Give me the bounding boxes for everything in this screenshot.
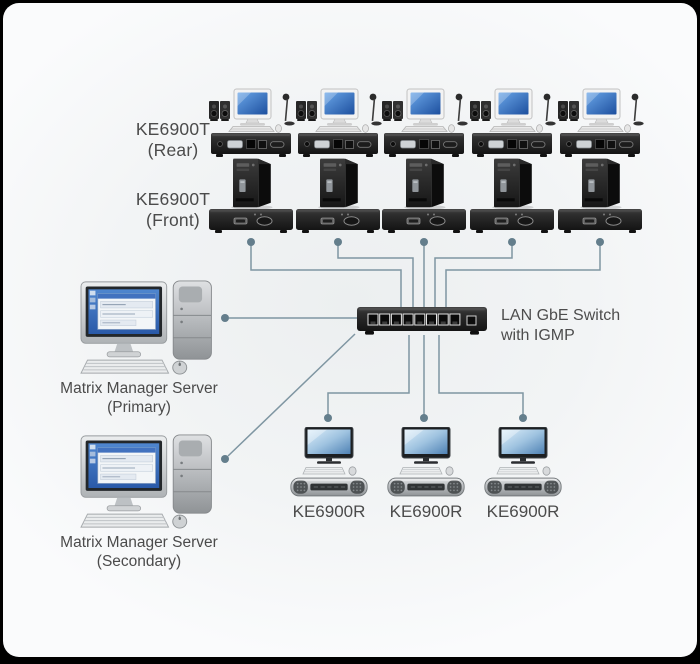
- node-dot-tx2: [334, 238, 342, 246]
- label-ke6900r-1: KE6900R: [292, 502, 366, 521]
- tower-pc-icon: [224, 156, 278, 210]
- ke6900r-unit-icon: [387, 475, 465, 499]
- ke6900t-rear-unit-icon: [384, 132, 464, 158]
- lan-switch-icon: [357, 305, 489, 337]
- matrix-manager-secondary-icon: [79, 434, 219, 529]
- label-ke6900t-rear-line1: KE6900T: [135, 119, 211, 139]
- label-ke6900t-front-line2: (Front): [146, 210, 200, 230]
- node-dot-tx5: [596, 238, 604, 246]
- workstation-icon: [294, 86, 382, 134]
- ke6900t-rear-unit-icon: [211, 132, 291, 158]
- workstation-icon: [556, 86, 644, 134]
- ke6900t-front-unit-icon: [382, 208, 466, 234]
- label-ke6900t-front-line1: KE6900T: [135, 189, 211, 209]
- label-matrix-manager-primary-line2: (Primary): [107, 398, 171, 416]
- label-ke6900t-front: KE6900T (Front): [113, 189, 233, 231]
- label-matrix-manager-secondary-line2: (Secondary): [96, 552, 182, 570]
- ke6900t-front-unit-icon: [470, 208, 554, 234]
- workstation-icon: [468, 86, 556, 134]
- link-switch-rx1: [327, 335, 410, 415]
- label-matrix-manager-primary-line1: Matrix Manager Server: [60, 380, 218, 397]
- node-dot-secondary-server: [221, 455, 229, 463]
- link-tx2-switch: [337, 244, 414, 309]
- label-matrix-manager-primary: Matrix Manager Server (Primary): [39, 380, 239, 417]
- label-lan-switch-line1: LAN GbE Switch: [501, 307, 621, 324]
- node-dot-tx4: [508, 238, 516, 246]
- node-dot-rx3: [519, 414, 527, 422]
- ke6900t-rear-unit-icon: [298, 132, 378, 158]
- label-lan-switch-line2: with IGMP: [501, 327, 575, 344]
- tower-pc-icon: [485, 156, 539, 210]
- node-dot-rx2: [420, 414, 428, 422]
- node-dot-rx1: [324, 414, 332, 422]
- tower-pc-icon: [573, 156, 627, 210]
- label-ke6900t-rear: KE6900T (Rear): [113, 119, 233, 161]
- receiver-console-icon: [491, 427, 555, 477]
- ke6900t-front-unit-icon: [558, 208, 642, 234]
- diagram-canvas: KE6900T (Rear) KE6900T (Front) LAN GbE S…: [3, 3, 697, 657]
- ke6900t-rear-unit-icon: [472, 132, 552, 158]
- label-lan-switch: LAN GbE Switch with IGMP: [501, 306, 620, 346]
- link-switch-rx3: [438, 335, 524, 415]
- link-tx1-switch: [250, 244, 402, 309]
- ke6900r-unit-icon: [290, 475, 368, 499]
- ke6900t-front-unit-icon: [296, 208, 380, 234]
- receiver-console-icon: [297, 427, 361, 477]
- ke6900r-unit-icon: [484, 475, 562, 499]
- label-matrix-manager-secondary-line1: Matrix Manager Server: [60, 534, 218, 551]
- label-matrix-manager-secondary: Matrix Manager Server (Secondary): [39, 534, 239, 571]
- matrix-manager-primary-icon: [79, 280, 219, 375]
- label-ke6900r-2: KE6900R: [389, 502, 463, 521]
- ke6900t-front-unit-icon: [209, 208, 293, 234]
- link-tx4-switch: [434, 244, 513, 309]
- tower-pc-icon: [311, 156, 365, 210]
- tower-pc-icon: [397, 156, 451, 210]
- label-ke6900r-3: KE6900R: [486, 502, 560, 521]
- ke6900t-rear-unit-icon: [560, 132, 640, 158]
- node-dot-tx1: [247, 238, 255, 246]
- receiver-console-icon: [394, 427, 458, 477]
- node-dot-tx3: [420, 238, 428, 246]
- workstation-icon: [380, 86, 468, 134]
- label-ke6900t-rear-line2: (Rear): [147, 140, 199, 160]
- node-dot-primary-server: [221, 314, 229, 322]
- workstation-icon: [207, 86, 295, 134]
- link-tx5-switch: [445, 244, 601, 309]
